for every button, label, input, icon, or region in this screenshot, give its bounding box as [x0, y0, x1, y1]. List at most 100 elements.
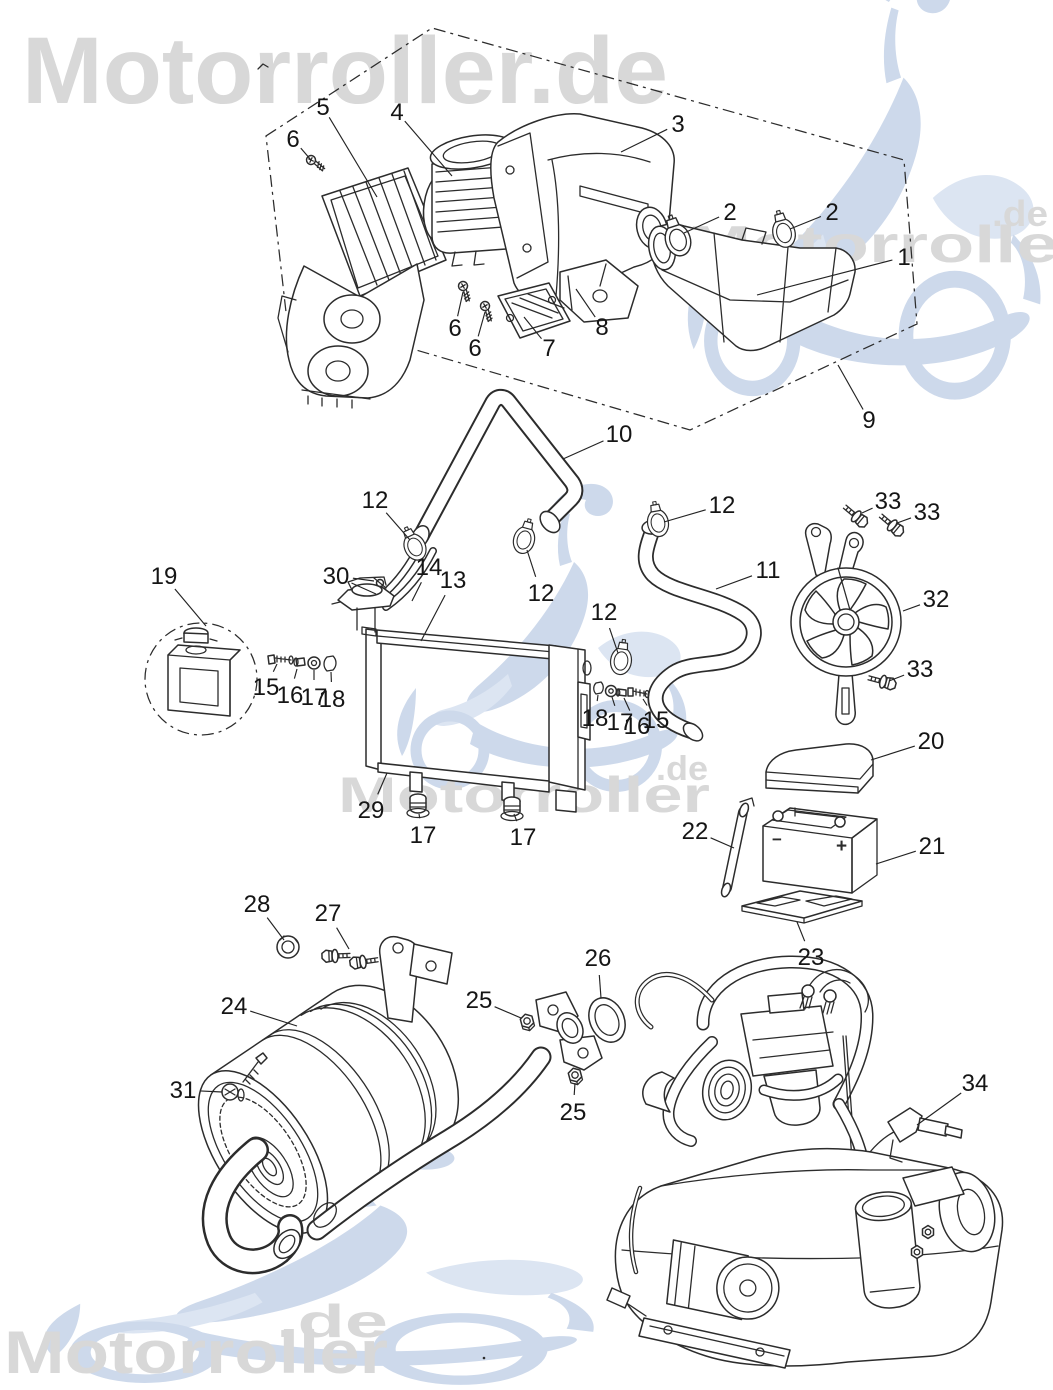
- callout-leader-2: [683, 216, 720, 234]
- callout-leader-8: [575, 288, 596, 318]
- callout-leader-30: [352, 577, 375, 582]
- screw-part-6: [477, 299, 498, 324]
- callout-leader-27: [336, 927, 350, 950]
- callout-number-30: 30: [323, 563, 350, 590]
- callout-leader-33: [861, 507, 873, 514]
- kickstarter-shaft-part-34: [887, 1107, 963, 1163]
- watermark-layer: Motorroller.de .de Motorroller .de Motor…: [4, 0, 1053, 1386]
- callout-leader-13: [420, 594, 446, 642]
- callout-leader-12: [663, 509, 706, 523]
- callout-number-17: 17: [301, 684, 328, 711]
- muffler-bolt-part-31: [221, 1052, 268, 1102]
- callout-number-20: 20: [918, 728, 945, 755]
- callout-number-16: 16: [277, 682, 304, 709]
- callout-leader-3: [620, 128, 668, 153]
- callout-leader-19: [174, 588, 207, 627]
- callout-number-24: 24: [221, 993, 248, 1020]
- radiator-part-29: [361, 626, 592, 813]
- callout-number-6: 6: [448, 315, 461, 342]
- radiator-mount-hardware-left: [267, 654, 337, 672]
- callout-leader-1: [756, 259, 893, 296]
- callout-number-17: 17: [410, 822, 437, 849]
- intake-manifold-ring: [701, 1059, 753, 1121]
- callout-leader-7: [523, 316, 542, 340]
- callout-leader-10: [562, 440, 604, 460]
- callout-leader-16: [623, 697, 631, 711]
- battery-rod-part-22: [720, 797, 755, 898]
- callout-leader-12: [608, 627, 619, 654]
- case-bolt: [910, 1244, 924, 1260]
- callout-leader-24: [250, 1010, 298, 1027]
- callout-number-15: 15: [253, 674, 280, 701]
- heat-shield-plate-part-7: [497, 282, 571, 339]
- callout-leader-29: [377, 772, 388, 795]
- callout-leader-6: [457, 291, 464, 317]
- callout-leader-25: [573, 1082, 576, 1096]
- callout-number-21: 21: [919, 833, 946, 860]
- callout-number-18: 18: [582, 705, 609, 732]
- ignition-connector: [823, 989, 837, 1003]
- case-bolt: [921, 1224, 935, 1240]
- callout-number-33: 33: [875, 488, 902, 515]
- engine-mount-rail: [638, 1317, 791, 1369]
- callout-leader-15: [642, 698, 648, 706]
- callout-number-12: 12: [709, 492, 736, 519]
- callout-number-12: 12: [528, 580, 555, 607]
- stray-dot: [482, 1356, 486, 1360]
- stray-mark: [257, 63, 269, 70]
- callout-number-14: 14: [416, 554, 443, 581]
- battery-part-21: − +: [762, 807, 878, 894]
- callout-leader-33: [888, 674, 905, 682]
- callout-leader-30: [351, 582, 377, 595]
- callout-number-6: 6: [468, 335, 481, 362]
- ignition-connector: [801, 984, 815, 998]
- callout-number-26: 26: [585, 945, 612, 972]
- callout-number-31: 31: [170, 1077, 197, 1104]
- callout-number-4: 4: [390, 99, 403, 126]
- watermark-bottom: Motorroller: [4, 1319, 388, 1386]
- muffler-bracket-part-27: [378, 935, 453, 1023]
- callout-number-10: 10: [606, 421, 633, 448]
- bracket-part-8: [559, 259, 639, 323]
- callout-number-33: 33: [907, 656, 934, 683]
- callout-number-1: 1: [897, 244, 910, 271]
- cap-nut-part-28: [276, 935, 300, 959]
- starter-motor: [666, 1239, 780, 1321]
- callout-number-17: 17: [607, 709, 634, 736]
- bracket-bolt: [321, 948, 351, 964]
- callout-number-2: 2: [723, 199, 736, 226]
- callout-number-12: 12: [591, 599, 618, 626]
- screw-part-6: [455, 279, 476, 304]
- callout-number-19: 19: [151, 563, 178, 590]
- callout-number-12: 12: [362, 487, 389, 514]
- breather-hose-part-10: [410, 388, 584, 549]
- callout-leader-32: [902, 604, 921, 612]
- cooling-fan-part-32: [790, 522, 902, 726]
- air-cleaner-case: [277, 263, 425, 409]
- air-cleaner-cover-part-5: [321, 167, 447, 297]
- callout-leader-16: [293, 668, 298, 679]
- callout-leader-20: [870, 745, 915, 761]
- assembly-boundary-layer: [144, 27, 918, 736]
- callout-leader-6: [477, 311, 486, 337]
- engine-assembly: [606, 955, 1004, 1369]
- callout-leader-9: [837, 364, 864, 410]
- callout-leader-4: [404, 120, 453, 177]
- callout-leader-22: [710, 837, 735, 849]
- callout-leader-25: [494, 1006, 522, 1019]
- watermark-mid-right-suffix: .de: [992, 193, 1048, 234]
- intake-duct-part-1: [647, 223, 856, 352]
- callout-leader-2: [789, 215, 822, 230]
- exhaust-flange: [535, 991, 603, 1071]
- parts-layer: − +: [167, 63, 1004, 1369]
- watermark-mid-left: Motorroller: [338, 767, 710, 823]
- callout-leader-33: [896, 517, 912, 524]
- fan-bolt-part-33: [866, 670, 899, 693]
- callout-number-13: 13: [440, 567, 467, 594]
- callout-number-5: 5: [316, 94, 329, 121]
- callout-number-2: 2: [825, 199, 838, 226]
- callout-number-16: 16: [624, 713, 651, 740]
